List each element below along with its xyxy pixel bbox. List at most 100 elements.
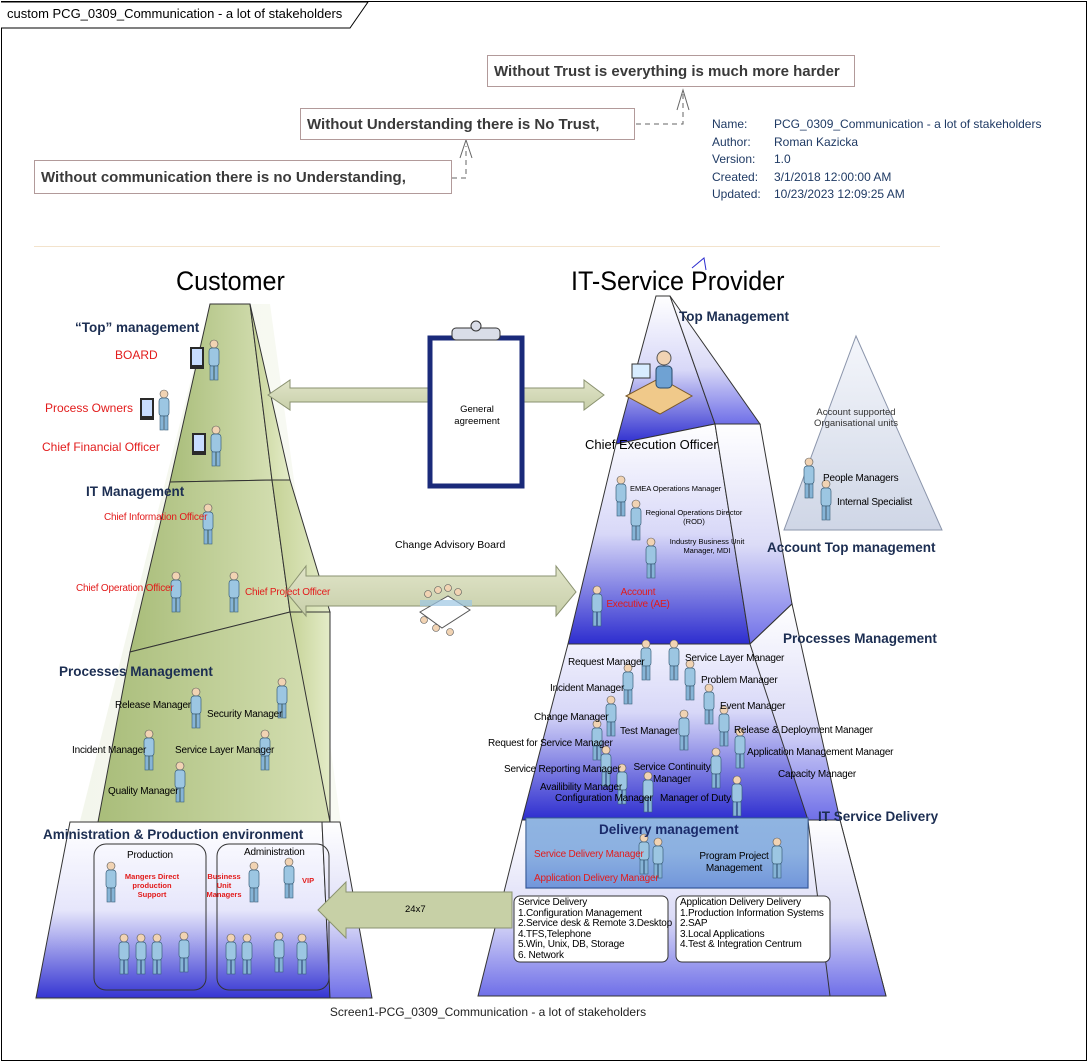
clipboard-icon <box>427 320 525 489</box>
administration-label: Administration <box>244 847 305 858</box>
meta-created: 3/1/2018 12:00:00 AM <box>774 169 892 184</box>
cust-release-manager: Release Manager <box>115 700 191 711</box>
vip-label: VIP <box>302 876 315 885</box>
cio-label: Chief Information Officer <box>104 512 208 523</box>
twentyfour-label: 24x7 <box>405 904 426 915</box>
account-units-title: Account supported Organisational units <box>814 407 898 429</box>
request-for-service-manager: Request for Service Manager <box>488 738 613 749</box>
note-understanding[interactable]: Without Understanding there is No Trust, <box>300 108 635 140</box>
ceo-label: Chief Execution Officer <box>585 437 718 452</box>
cab-label: Change Advisory Board <box>395 539 506 551</box>
cab-meeting-icon <box>419 584 472 636</box>
ad-line: 4.Test & Integration Centrum <box>680 939 802 951</box>
event-manager: Event Manager <box>720 701 786 712</box>
ad-line: 3.Local Applications <box>680 928 765 940</box>
note-connectors <box>452 94 684 179</box>
cfo-label: Chief Financial Officer <box>42 440 160 454</box>
diagram-metadata: Name: PCG_0309_Communication - a lot of s… <box>712 116 1041 204</box>
meta-author-key: Author: <box>712 134 751 149</box>
diagram-tab <box>1 1 369 29</box>
customer-title: Customer <box>176 266 285 296</box>
connector-arrowheads <box>459 88 690 159</box>
release-deploy-manager: Release & Deployment Manager <box>734 725 873 736</box>
cust-quality-manager: Quality Manager <box>108 786 179 797</box>
note-understanding-text: Without Understanding there is No Trust, <box>307 115 600 133</box>
note-trust[interactable]: Without Trust is everything is much more… <box>487 55 855 87</box>
note-communication[interactable]: Without communication there is no Unders… <box>34 160 452 194</box>
it-service-delivery: IT Service Delivery <box>818 809 939 824</box>
process-owners-label: Process Owners <box>45 401 134 415</box>
meta-author: Roman Kazicka <box>774 134 859 149</box>
problem-manager: Problem Manager <box>701 675 778 686</box>
configuration-manager: Configuration Manager <box>555 793 653 804</box>
provider-processes-management: Processes Management <box>783 631 937 646</box>
mangers-direct-label: Mangers Direct production Support <box>124 872 180 899</box>
customer-it-management: IT Management <box>86 484 185 499</box>
note-trust-text: Without Trust is everything is much more… <box>494 62 840 80</box>
prov-incident-manager: Incident Manager <box>550 683 625 694</box>
service-reporting-manager: Service Reporting Manager <box>504 764 621 775</box>
customer-processes-management: Processes Management <box>59 664 213 679</box>
availability-manager: Availibility Manager <box>540 782 622 793</box>
change-manager: Change Manager <box>534 712 609 723</box>
cust-incident-manager: Incident Manager <box>72 745 147 756</box>
board-label: BOARD <box>115 348 158 362</box>
customer-top-management: “Top” management <box>75 320 200 335</box>
delivery-management: Delivery management <box>599 822 739 837</box>
ppm-label: Program Project Management <box>699 851 769 874</box>
meta-created-key: Created: <box>712 169 759 184</box>
customer-admin-production: Aministration & Production environment <box>43 827 304 842</box>
service-delivery-box: Service Delivery 1.Configuration Managem… <box>518 897 673 962</box>
tab-title-text: custom PCG_0309_Communication - a lot of… <box>7 6 343 21</box>
service-continuity-manager: Service Continuity Manager <box>633 762 711 785</box>
sd-line: Service Delivery <box>518 897 588 908</box>
production-label: Production <box>127 850 173 861</box>
test-manager: Test Manager <box>620 726 679 737</box>
provider-title: IT-Service Provider <box>571 266 785 296</box>
manager-of-duty: Manager of Duty <box>660 793 731 804</box>
sd-line: 2.Service desk & Remote 3.Desktop <box>518 918 673 930</box>
meta-name-key: Name: <box>712 117 748 131</box>
customer-pyramid <box>35 303 373 1000</box>
capacity-manager: Capacity Manager <box>778 769 856 780</box>
ad-line: 2.SAP <box>680 918 708 930</box>
sd-line: 6. Network <box>518 949 564 961</box>
emea-label: EMEA Operations Manager <box>630 484 722 493</box>
general-agreement-label: General agreement <box>454 404 500 427</box>
note-communication-text: Without communication there is no Unders… <box>41 168 406 186</box>
meta-version: 1.0 <box>774 152 791 166</box>
prov-service-layer-manager: Service Layer Manager <box>685 653 785 664</box>
ibum-label: Industry Business Unit Manager, MDI <box>669 537 745 555</box>
ceo-desk-icon <box>624 350 694 415</box>
provider-top-management: Top Management <box>679 309 790 324</box>
bu-managers-label: Business Unit Managers <box>206 872 242 899</box>
cab-arrow <box>285 564 577 618</box>
cust-service-layer-manager: Service Layer Manager <box>175 745 275 756</box>
ad-line: 1.Production Information Systems <box>680 907 824 919</box>
board-icons <box>140 347 206 455</box>
meta-updated-key: Updated: <box>712 187 761 201</box>
sd-line: 1.Configuration Management <box>518 907 642 919</box>
twentyfour-arrow <box>317 880 513 940</box>
application-delivery-box: Application Delivery Delivery 1.Producti… <box>680 897 824 951</box>
cust-security-manager: Security Manager <box>207 709 283 720</box>
request-manager: Request Manager <box>568 657 645 668</box>
coo-label: Chief Operation Officer <box>76 583 174 594</box>
sd-line: 4.TFS,Telephone <box>518 928 592 940</box>
ae-label: Account Executive (AE) <box>606 587 670 610</box>
ad-line: Application Delivery Delivery <box>680 897 801 908</box>
sd-line: 5.Win, Unix, DB, Storage <box>518 939 625 951</box>
meta-name: PCG_0309_Communication - a lot of stakeh… <box>774 117 1042 131</box>
people-managers-label: People Managers <box>823 473 899 484</box>
provider-pyramid <box>477 257 887 997</box>
sdm-label: Service Delivery Manager <box>534 849 644 860</box>
diagram-caption: Screen1-PCG_0309_Communication - a lot o… <box>329 1005 647 1019</box>
separator-line <box>34 246 940 247</box>
meta-updated: 10/23/2023 12:09:25 AM <box>774 187 905 201</box>
cpo-label: Chief Project Officer <box>245 587 331 598</box>
meta-version-key: Version: <box>712 152 756 166</box>
adm-label: Application Delivery Manager <box>534 873 659 884</box>
account-top-management: Account Top management <box>767 540 936 555</box>
